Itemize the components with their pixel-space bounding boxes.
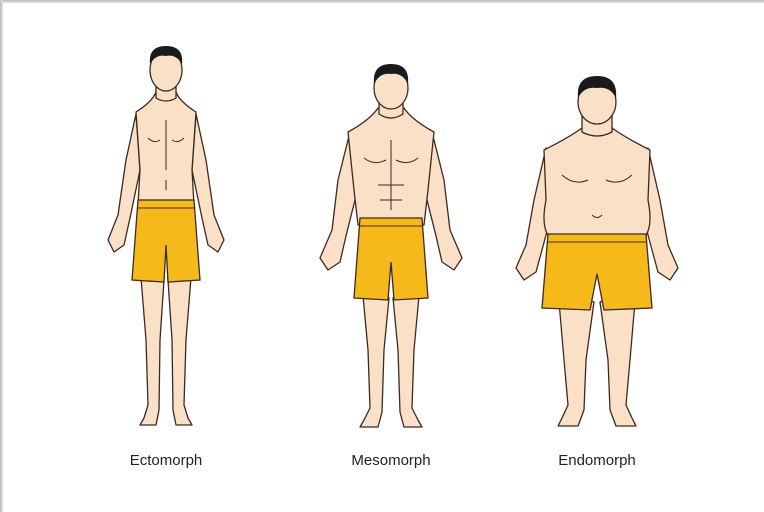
ectomorph-illustration [96, 40, 236, 440]
mesomorph-figure [316, 40, 466, 440]
frame-shadow-left [0, 0, 3, 512]
mesomorph-illustration [316, 40, 466, 440]
ectomorph-label: Ectomorph [86, 452, 246, 469]
endomorph-illustration [512, 40, 682, 440]
mesomorph-label: Mesomorph [311, 452, 471, 469]
endomorph-figure [512, 40, 682, 440]
endomorph-label: Endomorph [517, 452, 677, 469]
ectomorph-figure [96, 40, 236, 440]
frame-shadow-top [0, 0, 764, 3]
